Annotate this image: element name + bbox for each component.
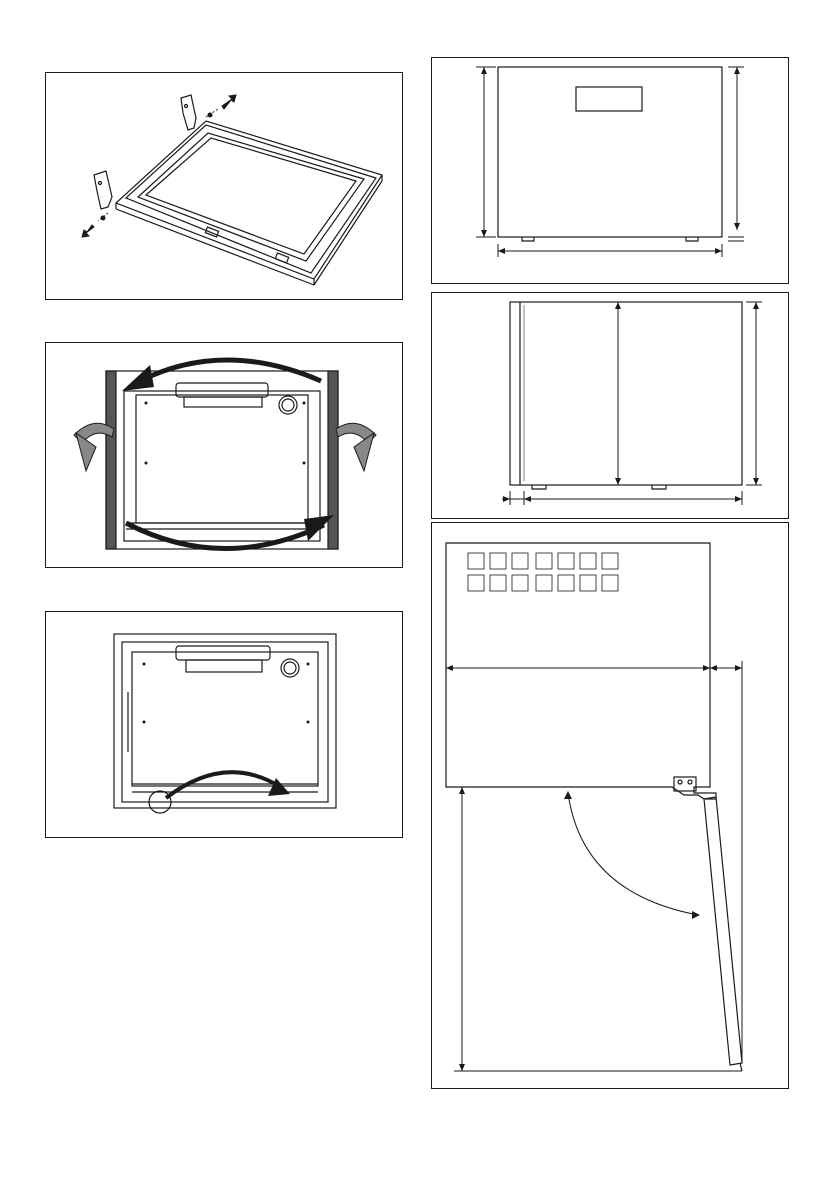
figure-top-dimensions-door-open: [431, 522, 789, 1089]
rotate-arrows-icon: [46, 343, 404, 569]
figure-front-dimensions: [431, 57, 789, 284]
rotate-arrow-icon: [46, 612, 404, 839]
figure-door-glass-removal: [45, 72, 403, 300]
control-panel: [576, 87, 642, 111]
top-view-door-open-icon: [432, 523, 790, 1090]
door-with-screws-and-arrows-icon: [46, 73, 404, 301]
hinge-left: [94, 171, 112, 209]
hinge-top: [181, 95, 196, 130]
handle: [176, 646, 270, 660]
screw-top: [208, 113, 212, 117]
angle-arc: [568, 793, 698, 915]
arrow-top-head: [122, 365, 154, 391]
side-view-dimension-icon: [432, 293, 790, 520]
appliance-front: [498, 67, 722, 237]
arrow-left-screw: [82, 225, 94, 237]
figure-door-rotate-sides: [45, 342, 403, 568]
arrow-bottom-curve: [126, 523, 324, 549]
door-glass: [146, 138, 356, 254]
front-view-dimension-icon: [432, 58, 790, 285]
door-outer-frame: [126, 125, 376, 273]
screw-left: [101, 216, 105, 220]
arrow-curve: [166, 772, 282, 798]
vent-squares: [468, 553, 618, 591]
door-frame: [106, 371, 338, 549]
figure-door-bottom-rotate: [45, 611, 403, 838]
appliance-top: [446, 543, 716, 799]
open-door: [704, 797, 742, 1065]
appliance-side: [510, 302, 742, 485]
figure-side-dimensions: [431, 292, 789, 519]
arrow-top-screw: [222, 95, 236, 109]
